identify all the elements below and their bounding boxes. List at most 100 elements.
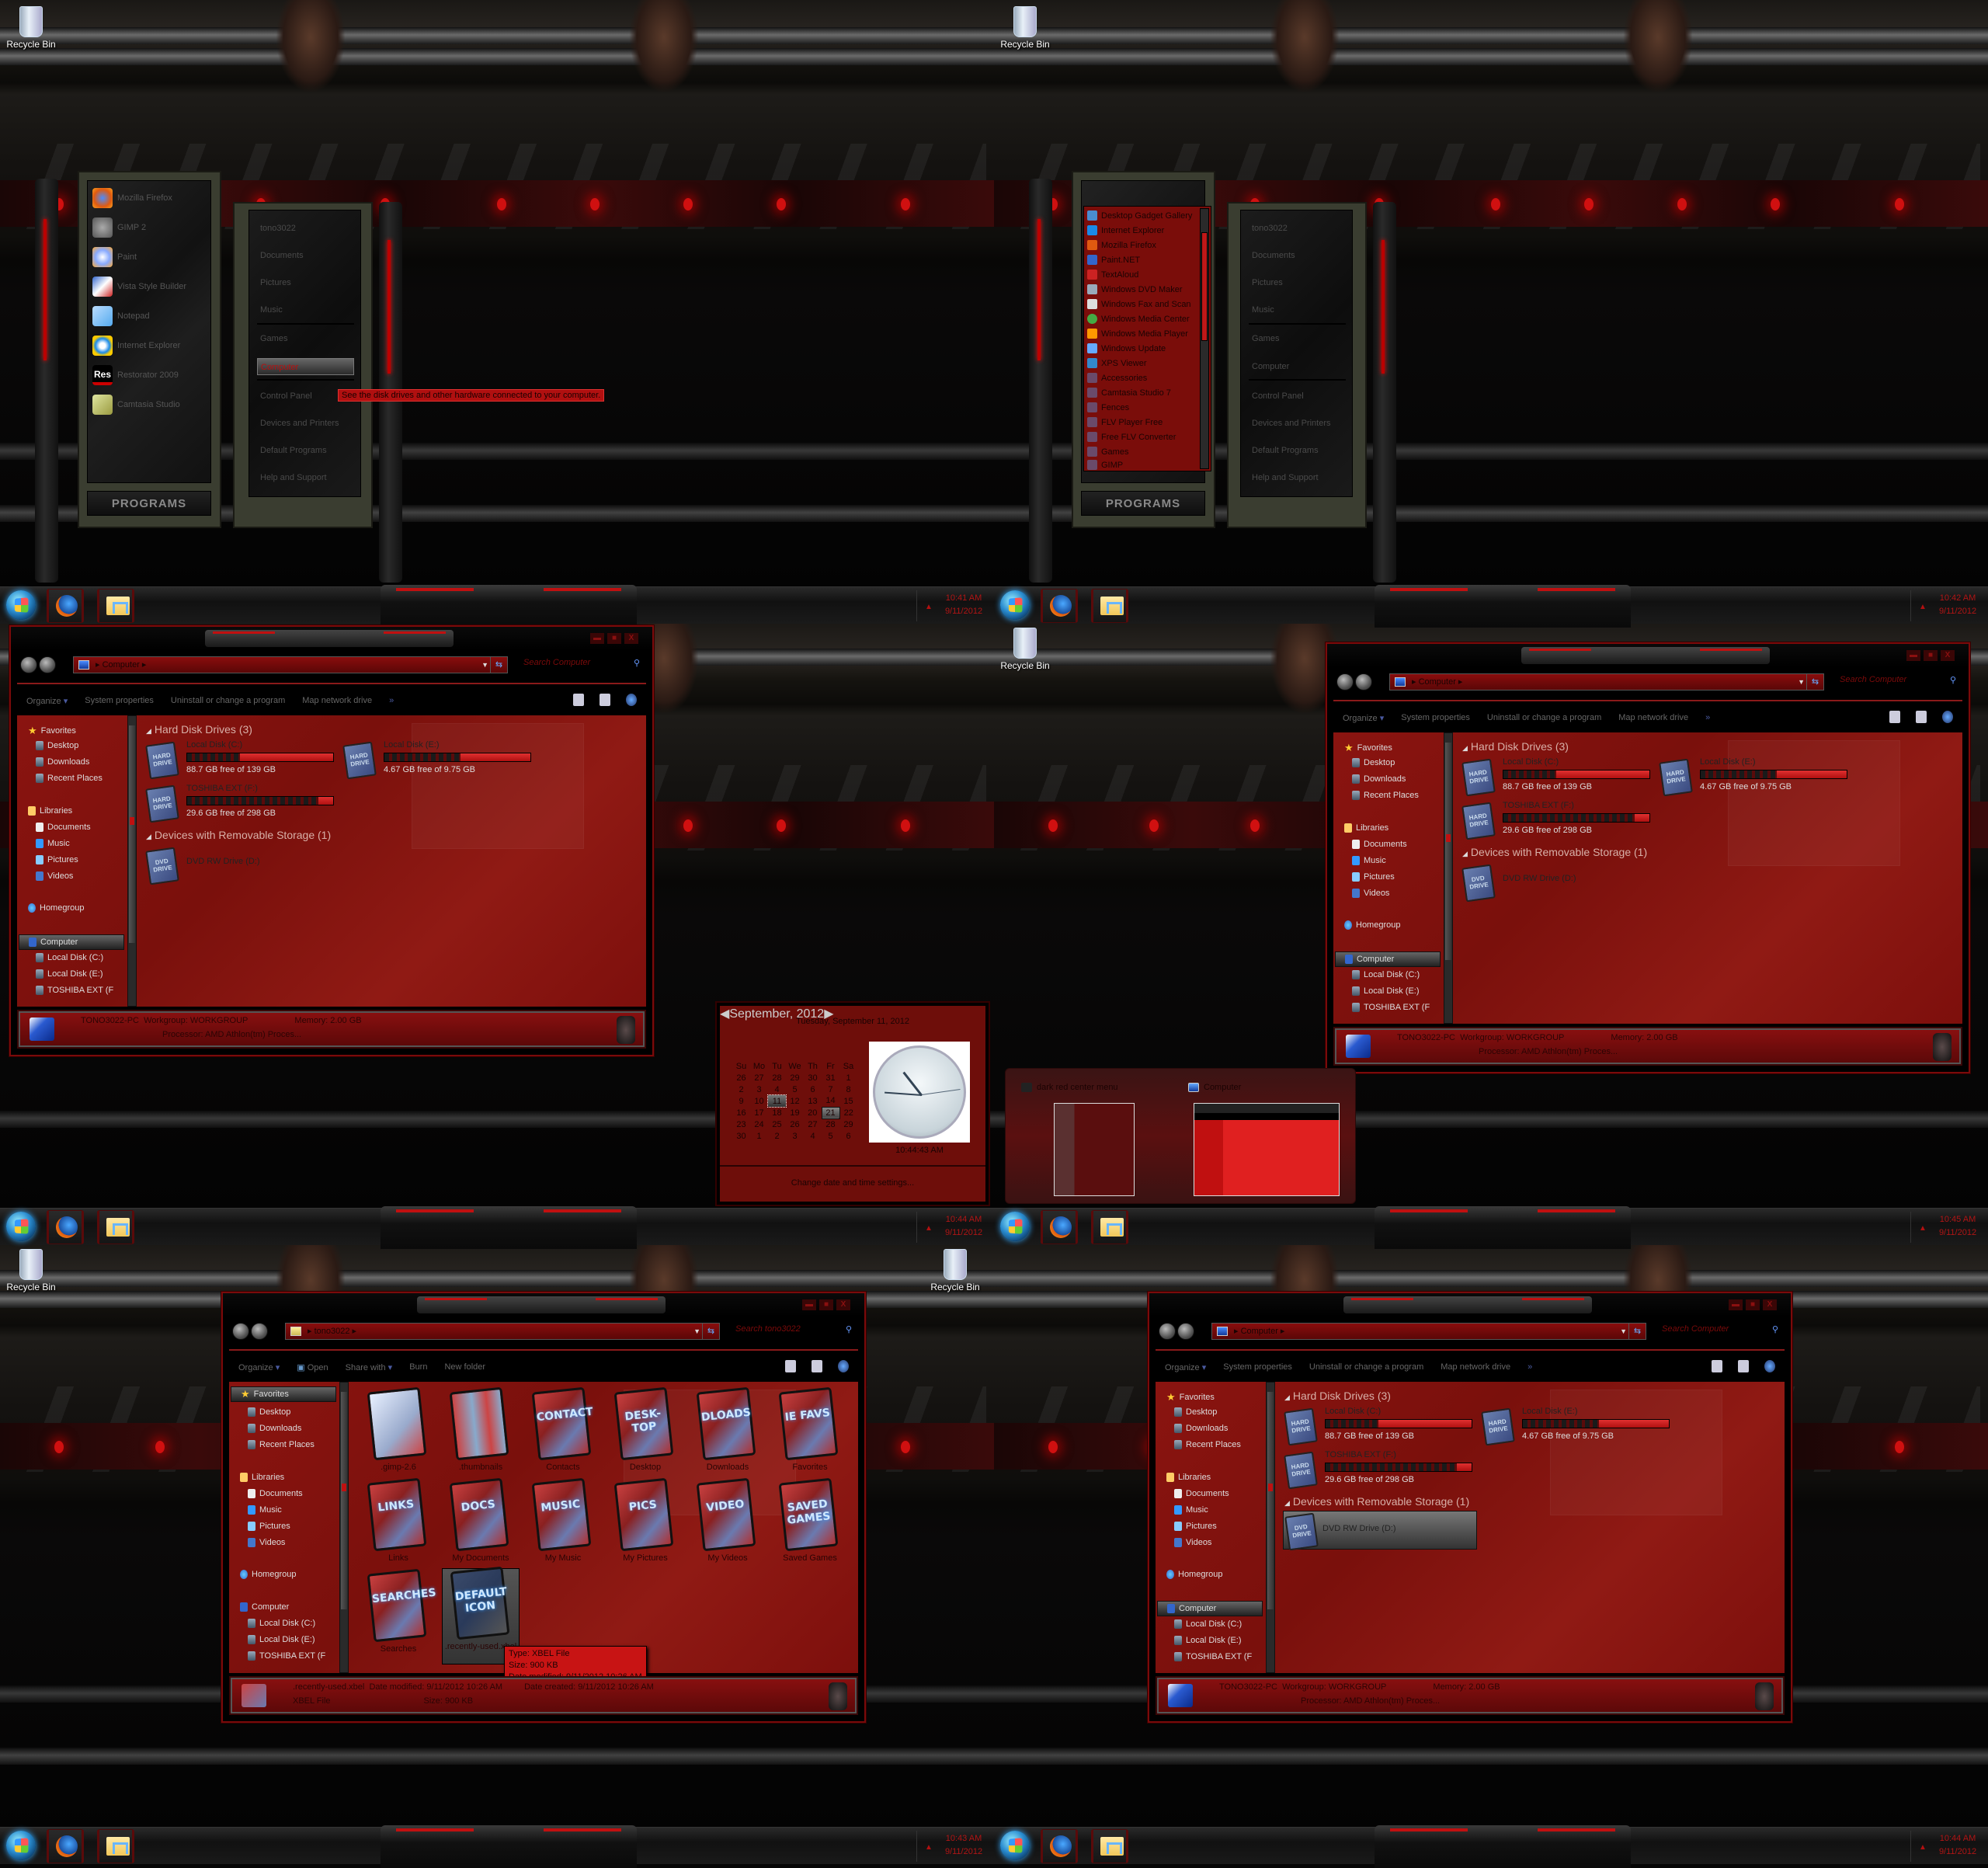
start-item-pictures[interactable]: Pictures xyxy=(1252,278,1283,287)
address-bar[interactable]: ▸ tono3022 ▸▼⇆ xyxy=(285,1323,720,1340)
start-button[interactable] xyxy=(6,1831,36,1860)
system-properties-button[interactable]: System properties xyxy=(85,696,154,705)
map-network-drive-button[interactable]: Map network drive xyxy=(1441,1362,1511,1372)
refresh-button[interactable]: ⇆ xyxy=(490,657,507,673)
taskbar-firefox[interactable] xyxy=(47,589,84,623)
nav-local-disk-c[interactable]: Local Disk (C:) xyxy=(1174,1619,1242,1629)
program-item[interactable]: Paint.NET xyxy=(1087,252,1196,267)
start-item-documents[interactable]: Documents xyxy=(1252,251,1295,260)
system-properties-button[interactable]: System properties xyxy=(1401,713,1470,722)
nav-favorites[interactable]: ★Favorites xyxy=(231,1386,336,1402)
program-item[interactable]: Internet Explorer xyxy=(1087,223,1196,238)
search-input[interactable]: Search tono3022⚲ xyxy=(735,1324,852,1334)
programs-scrollbar[interactable] xyxy=(1200,208,1209,469)
nav-computer[interactable]: Computer xyxy=(1157,1601,1263,1616)
nav-desktop[interactable]: Desktop xyxy=(1352,758,1395,767)
long-date[interactable]: Tuesday, September 11, 2012 xyxy=(796,1017,909,1026)
pinned-paint[interactable]: Paint xyxy=(92,245,209,270)
nav-documents[interactable]: Documents xyxy=(36,823,91,832)
all-programs-button[interactable]: PROGRAMS xyxy=(87,491,211,516)
address-dropdown[interactable]: ▼ xyxy=(481,661,488,669)
pinned-internet-explorer[interactable]: Internet Explorer xyxy=(92,333,209,358)
nav-desktop[interactable]: Desktop xyxy=(1174,1407,1217,1417)
taskbar-explorer[interactable] xyxy=(97,1829,134,1863)
map-network-drive-button[interactable]: Map network drive xyxy=(1618,713,1689,722)
nav-local-disk-c[interactable]: Local Disk (C:) xyxy=(36,953,103,962)
nav-toshiba-ext[interactable]: TOSHIBA EXT (F xyxy=(36,986,113,995)
program-item[interactable]: Windows Media Center xyxy=(1087,311,1196,326)
taskbar-explorer[interactable] xyxy=(97,589,134,623)
next-month-button[interactable]: ▶ xyxy=(824,1007,834,1021)
thumbnail-preview-2[interactable] xyxy=(1194,1103,1340,1196)
taskbar-explorer[interactable] xyxy=(1091,1210,1128,1244)
more-commands-button[interactable]: » xyxy=(1527,1362,1533,1372)
nav-downloads[interactable]: Downloads xyxy=(248,1424,301,1433)
recycle-bin-icon[interactable]: Recycle Bin xyxy=(994,6,1056,50)
nav-music[interactable]: Music xyxy=(1352,856,1386,865)
address-bar[interactable]: ▸ Computer ▸▼⇆ xyxy=(1211,1323,1646,1340)
program-folder[interactable]: Games xyxy=(1087,444,1196,459)
program-item[interactable]: Windows Update xyxy=(1087,341,1196,356)
recycle-bin-icon[interactable]: Recycle Bin xyxy=(924,1249,986,1292)
start-button[interactable] xyxy=(6,1212,36,1241)
program-item[interactable]: Desktop Gadget Gallery xyxy=(1087,208,1196,223)
address-dropdown[interactable]: ▼ xyxy=(1620,1327,1627,1335)
taskbar-firefox[interactable] xyxy=(1041,1829,1078,1863)
minimize-button[interactable]: ▬ xyxy=(1906,650,1920,661)
nav-recent-places[interactable]: Recent Places xyxy=(1174,1440,1241,1449)
start-item-computer[interactable]: Computer xyxy=(257,358,354,375)
search-icon[interactable]: ⚲ xyxy=(633,659,640,668)
taskbar-firefox[interactable] xyxy=(1041,1210,1078,1244)
group-header-removable[interactable]: ◢Devices with Removable Storage (1) xyxy=(1284,1495,1470,1508)
start-item-help-support[interactable]: Help and Support xyxy=(1252,473,1319,482)
start-item-computer[interactable]: Computer xyxy=(1252,362,1290,371)
start-button[interactable] xyxy=(1000,1212,1030,1241)
nav-pictures[interactable]: Pictures xyxy=(1352,872,1395,882)
nav-local-disk-e[interactable]: Local Disk (E:) xyxy=(36,969,103,979)
nav-scrollbar[interactable] xyxy=(1444,732,1453,1024)
nav-music[interactable]: Music xyxy=(36,839,70,848)
nav-recent-places[interactable]: Recent Places xyxy=(1352,791,1419,800)
nav-downloads[interactable]: Downloads xyxy=(1352,774,1406,784)
maximize-button[interactable]: ■ xyxy=(1924,650,1938,661)
help-icon[interactable] xyxy=(1764,1360,1775,1372)
program-folder[interactable]: Fences xyxy=(1087,400,1196,415)
title-bar[interactable]: ▬■X xyxy=(11,627,652,650)
maximize-button[interactable]: ■ xyxy=(819,1299,833,1310)
start-button[interactable] xyxy=(1000,1831,1030,1860)
close-button[interactable]: X xyxy=(624,633,638,644)
nav-music[interactable]: Music xyxy=(248,1505,282,1515)
preview-pane-icon[interactable] xyxy=(1738,1360,1749,1372)
help-icon[interactable] xyxy=(1942,711,1953,723)
nav-pictures[interactable]: Pictures xyxy=(1174,1522,1217,1531)
nav-local-disk-e[interactable]: Local Disk (E:) xyxy=(1174,1636,1242,1645)
today-cell[interactable]: 11 xyxy=(767,1094,787,1108)
start-item-games[interactable]: Games xyxy=(260,334,288,343)
back-button[interactable] xyxy=(20,656,37,673)
map-network-drive-button[interactable]: Map network drive xyxy=(302,696,373,705)
nav-toshiba-ext[interactable]: TOSHIBA EXT (F xyxy=(1352,1003,1430,1012)
group-header-hdd[interactable]: ◢Hard Disk Drives (3) xyxy=(1462,740,1569,753)
all-programs-button[interactable]: PROGRAMS xyxy=(1081,491,1205,516)
search-input[interactable]: Search Computer⚲ xyxy=(1840,675,1956,685)
forward-button[interactable] xyxy=(1177,1323,1194,1340)
nav-libraries[interactable]: Libraries xyxy=(1166,1473,1211,1482)
minimize-button[interactable]: ▬ xyxy=(1729,1299,1743,1310)
close-button[interactable]: X xyxy=(1941,650,1955,661)
program-item[interactable]: Windows Fax and Scan xyxy=(1087,297,1196,311)
refresh-button[interactable]: ⇆ xyxy=(1806,674,1823,690)
start-item-devices-printers[interactable]: Devices and Printers xyxy=(260,419,339,428)
back-button[interactable] xyxy=(1159,1323,1176,1340)
title-bar[interactable]: ▬ ■X xyxy=(1327,644,1969,667)
start-item-user[interactable]: tono3022 xyxy=(1252,224,1288,233)
